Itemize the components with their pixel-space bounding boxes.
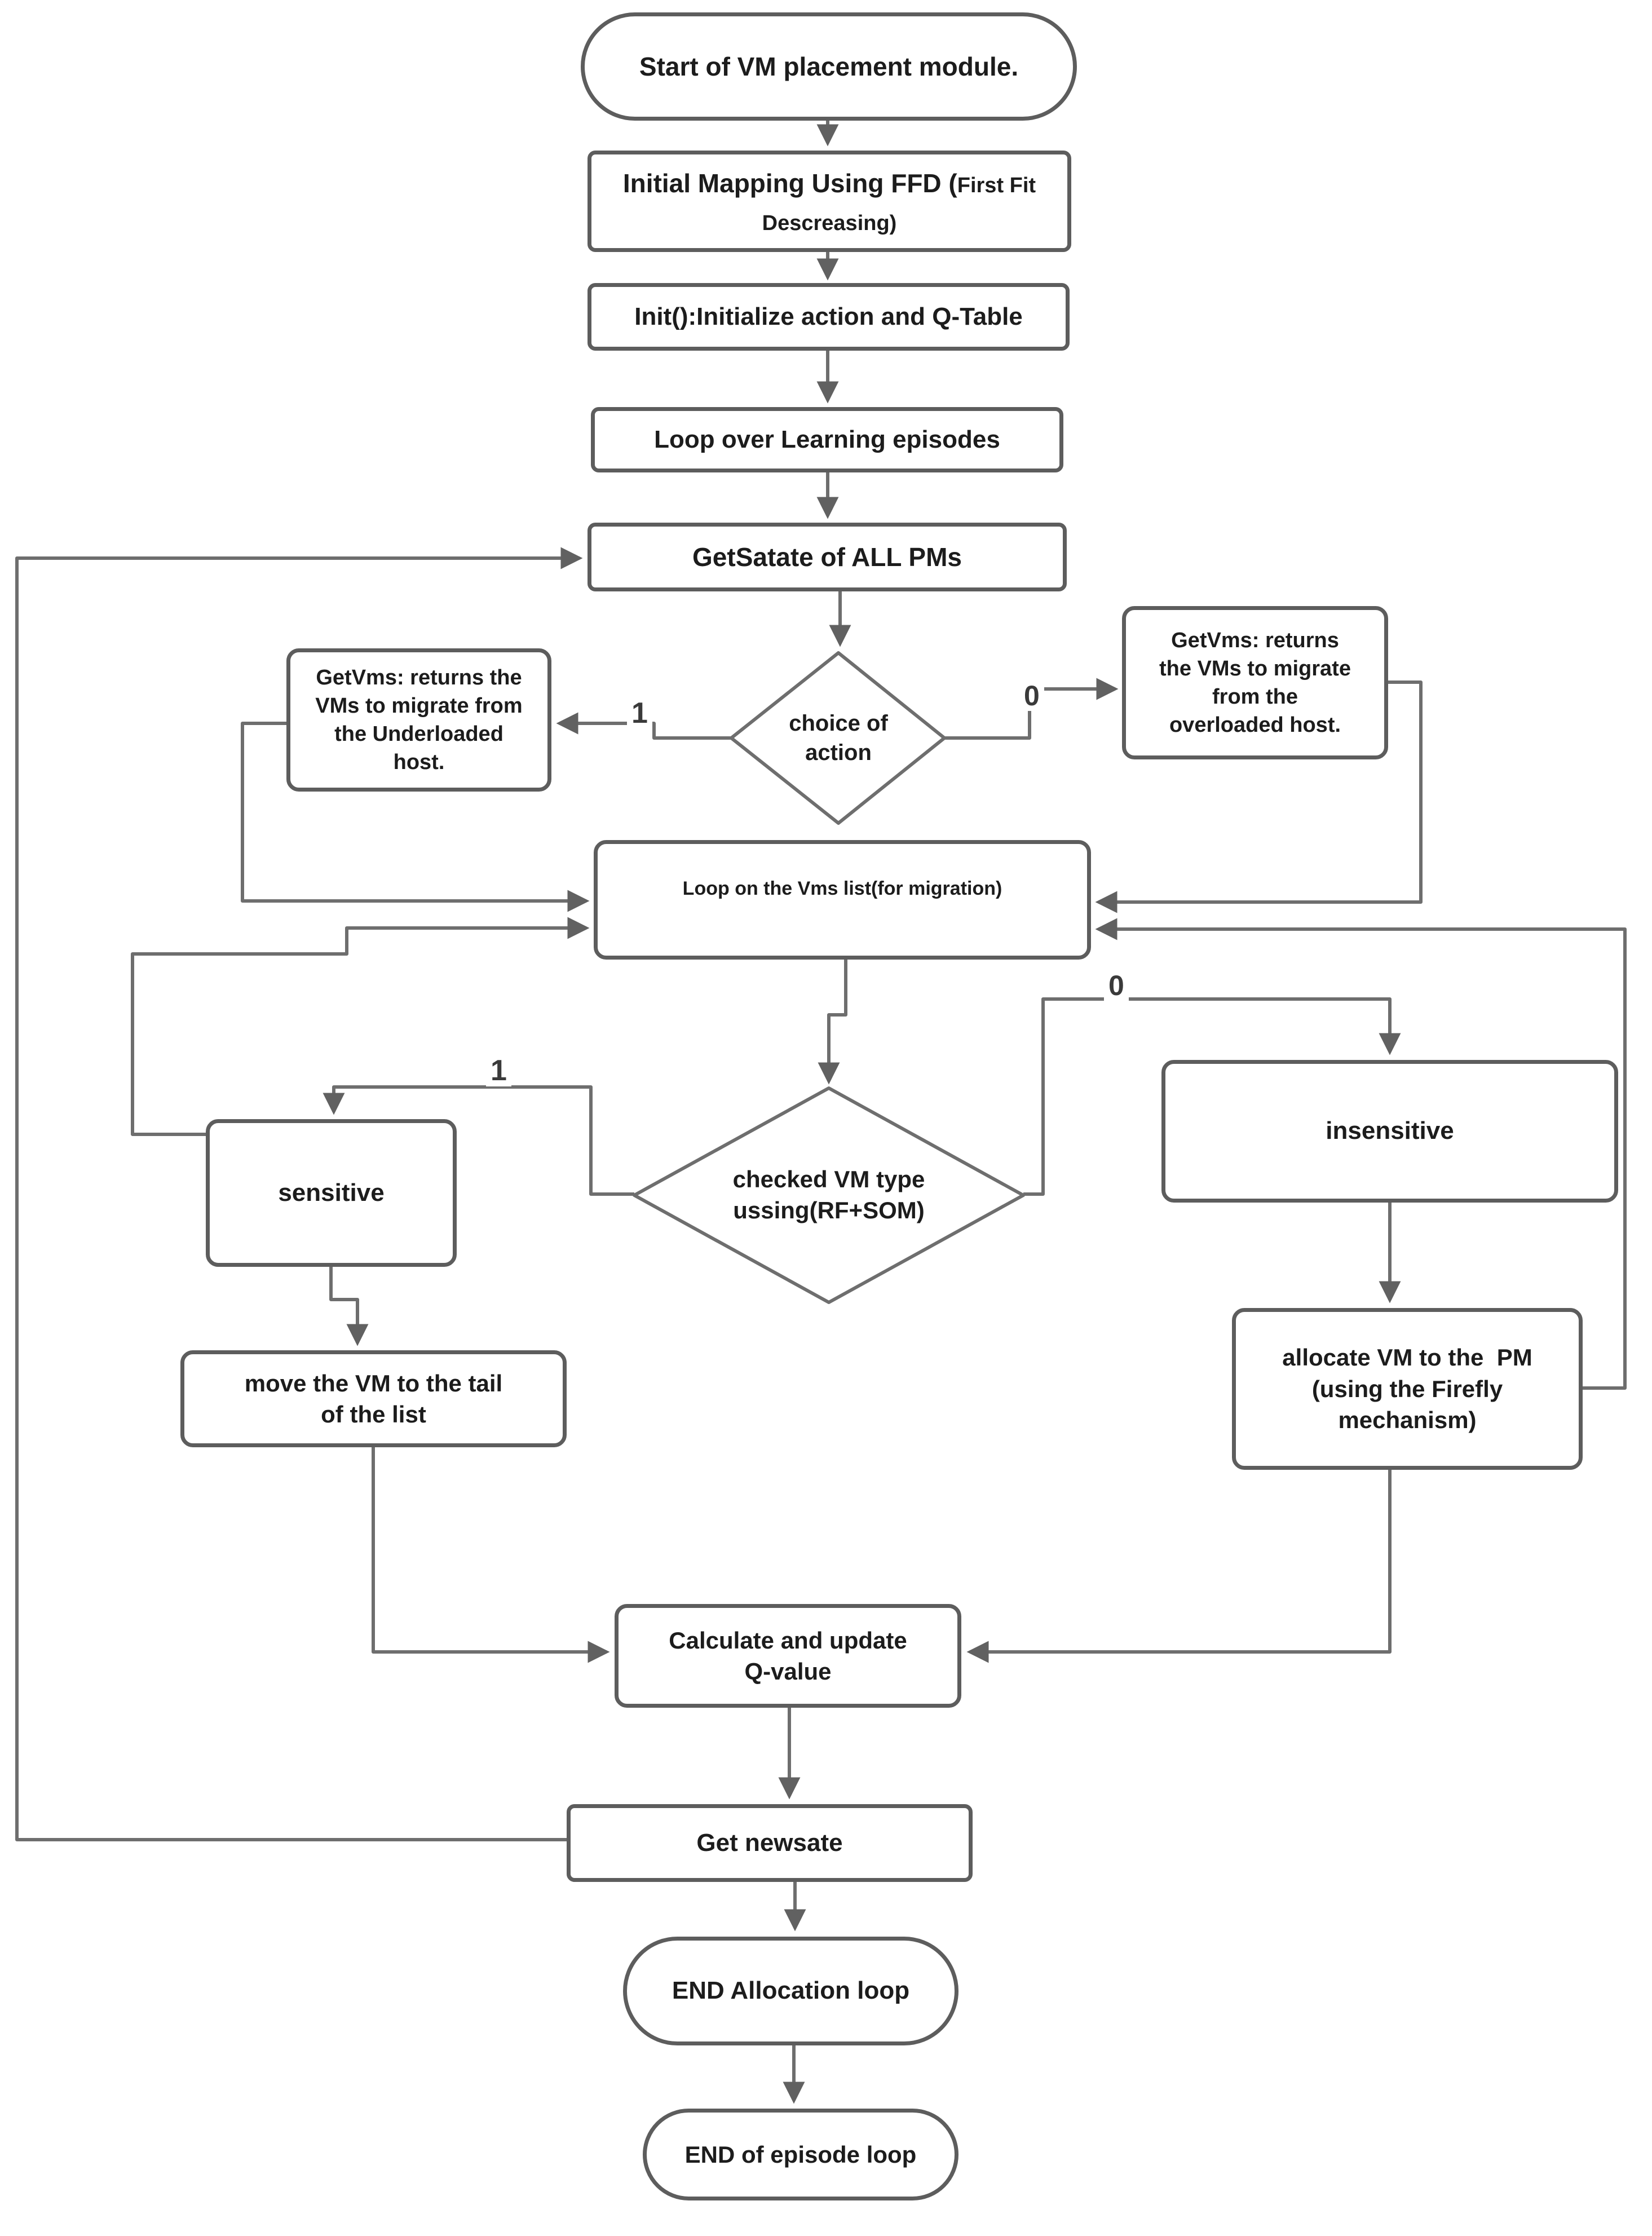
node-sensitive: sensitive — [206, 1119, 457, 1267]
edge-label-choice-0: 0 — [1019, 681, 1044, 711]
edge-choice-0-to-getvms-overloaded — [944, 678, 1119, 740]
check-vm-type-label: checked VM type ussing(RF+SOM) — [732, 1166, 925, 1223]
node-get-state: GetSatate of ALL PMs — [588, 523, 1067, 591]
edge-allocate-loopback-to-loop-vms — [1095, 918, 1627, 1390]
node-end-allocation: END Allocation loop — [623, 1937, 958, 2045]
node-move-tail: move the VM to the tail of the list — [180, 1350, 567, 1447]
node-loop-vms: Loop on the Vms list(for migration) — [594, 840, 1091, 960]
node-getvms-underloaded: GetVms: returns the VMs to migrate from … — [286, 648, 551, 792]
choice-of-action-diamond — [730, 651, 946, 825]
node-calc-qvalue: Calculate and update Q-value — [615, 1604, 961, 1708]
edge-move-tail-to-calc — [372, 1447, 610, 1663]
node-allocate-vm: allocate VM to the PM (using the Firefly… — [1232, 1308, 1583, 1470]
node-get-newsate: Get newsate — [567, 1804, 973, 1882]
node-getvms-overloaded: GetVms: returns the VMs to migrate from … — [1122, 606, 1388, 759]
edge-sensitive-to-move-tail — [329, 1267, 369, 1346]
node-initial-mapping: Initial Mapping Using FFD (First Fit Des… — [588, 151, 1071, 252]
edge-check-1-to-sensitive — [323, 1085, 634, 1196]
edge-loop-vms-to-check-type — [818, 960, 847, 1085]
edge-allocate-to-calc — [966, 1470, 1392, 1663]
edge-getvms-underloaded-to-loop-vms — [241, 722, 590, 912]
edge-choice-1-to-getvms-underloaded — [556, 712, 731, 740]
edge-sensitive-loopback-to-loop-vms — [131, 917, 590, 1136]
edge-label-vmtype-0: 0 — [1104, 971, 1129, 1001]
node-end-episode: END of episode loop — [643, 2109, 958, 2200]
edge-label-choice-1: 1 — [627, 698, 652, 729]
choice-of-action-label: choice of action — [789, 711, 888, 765]
node-insensitive: insensitive — [1161, 1060, 1618, 1203]
node-init-qtable: Init():Initialize action and Q-Table — [588, 283, 1070, 351]
edge-check-0-to-insensitive — [1023, 997, 1401, 1196]
edge-getvms-overloaded-to-loop-vms — [1095, 680, 1423, 913]
check-vm-type-diamond — [633, 1086, 1025, 1304]
edge-label-vmtype-1: 1 — [486, 1055, 511, 1086]
node-start: Start of VM placement module. — [581, 12, 1077, 121]
node-loop-episodes: Loop over Learning episodes — [591, 407, 1063, 472]
edge-get-newsate-loopback-to-get-state — [15, 547, 583, 1841]
